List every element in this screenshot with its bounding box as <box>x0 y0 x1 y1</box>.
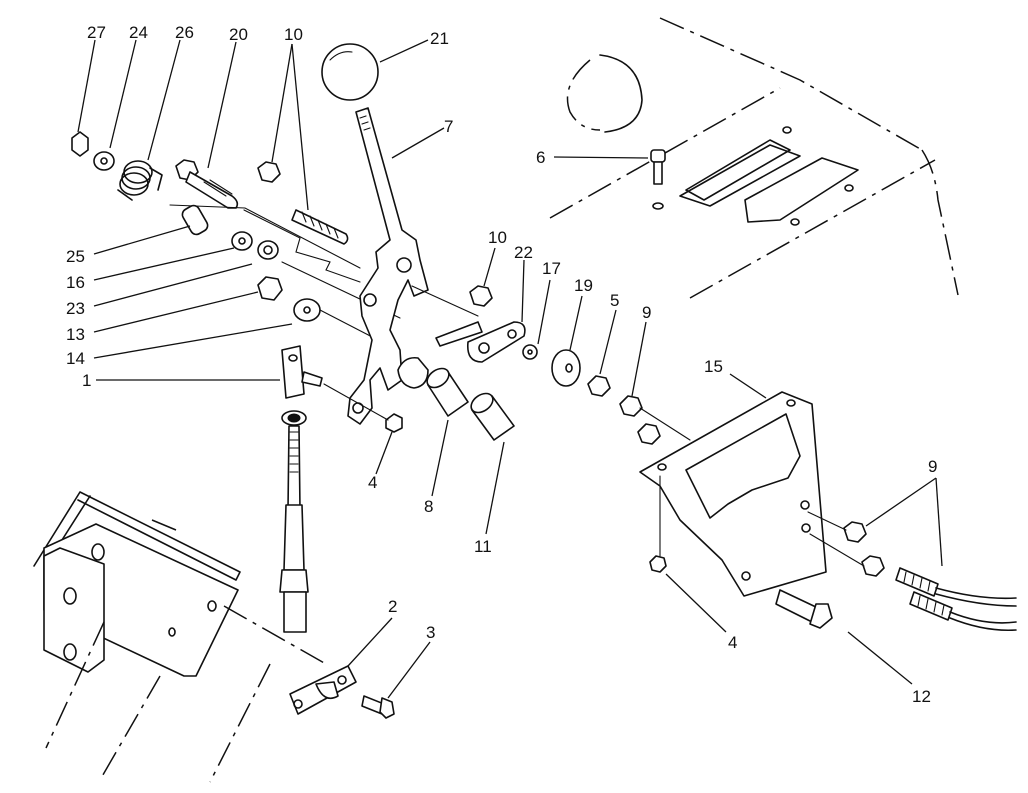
callout-4-lower: 4 <box>728 633 737 652</box>
callout-22: 22 <box>514 243 533 262</box>
part-9-nut-right-lower <box>861 555 885 577</box>
callout-16: 16 <box>66 273 85 292</box>
link-assembly <box>435 285 691 445</box>
callout-23: 23 <box>66 299 85 318</box>
part-9-nut-upper <box>619 395 643 417</box>
pivot-bracket-lower-left <box>33 491 327 783</box>
part-17-washer <box>522 344 538 360</box>
leader-lines <box>77 39 943 699</box>
callout-17: 17 <box>542 259 561 278</box>
part-10-stud-upper <box>291 209 349 245</box>
callout-12: 12 <box>912 687 931 706</box>
part-5-nut <box>587 375 611 397</box>
callout-9-right: 9 <box>928 457 937 476</box>
callout-1: 1 <box>82 371 91 390</box>
part-6-screw <box>650 149 666 210</box>
part-10-nut-upper <box>257 161 281 183</box>
part-11-spacer <box>470 392 515 441</box>
part-25-spacer <box>181 204 209 236</box>
part-2-clamp <box>289 665 357 715</box>
part-8-spacer <box>426 367 469 417</box>
part-15-bracket <box>639 391 827 597</box>
part-9-nut-middle <box>637 423 661 445</box>
callout-8: 8 <box>424 497 433 516</box>
callout-11: 11 <box>474 537 492 556</box>
part-24-washer <box>93 151 115 171</box>
part-21-knob <box>321 43 379 101</box>
hardware-stack-upper-left <box>71 131 401 341</box>
callout-10-upper: 10 <box>284 25 303 44</box>
part-3-bolt <box>361 695 395 719</box>
callout-26: 26 <box>175 23 194 42</box>
part-4-nut-lower <box>649 555 667 573</box>
callout-14: 14 <box>66 349 85 368</box>
callout-19: 19 <box>574 276 593 295</box>
callout-7: 7 <box>444 117 453 136</box>
part-26-spring <box>117 160 163 201</box>
part-10-nut-lower <box>469 285 493 307</box>
part-14-washer <box>293 298 321 322</box>
part-12-bolt <box>775 589 833 629</box>
control-cable <box>279 410 309 633</box>
frame-cover-outline <box>549 17 959 299</box>
callout-15: 15 <box>704 357 723 376</box>
callout-27: 27 <box>87 23 106 42</box>
part-7-shift-lever <box>347 107 479 425</box>
part-1-swivel <box>281 345 323 399</box>
callout-21: 21 <box>430 29 449 48</box>
callout-20: 20 <box>229 25 248 44</box>
callout-5: 5 <box>610 291 619 310</box>
callout-9-upper: 9 <box>642 303 651 322</box>
callout-24: 24 <box>129 23 148 42</box>
cable-ends-right <box>895 567 1017 632</box>
part-19-bushing <box>551 349 581 387</box>
callout-2: 2 <box>388 597 397 616</box>
callout-3: 3 <box>426 623 435 642</box>
part-4-nut-upper <box>385 413 403 433</box>
callout-13: 13 <box>66 325 85 344</box>
callout-6: 6 <box>536 148 545 167</box>
callout-25: 25 <box>66 247 85 266</box>
part-9-nut-right-upper <box>843 521 867 543</box>
part-16-washer <box>231 231 253 251</box>
part-13-nut <box>257 276 283 301</box>
part-23-bushing <box>257 240 279 260</box>
callout-4-upper: 4 <box>368 473 377 492</box>
part-20-bolt <box>175 159 239 209</box>
callout-10-lower: 10 <box>488 228 507 247</box>
callout-labels: 27 24 26 20 10 21 7 6 25 16 23 13 14 1 1… <box>66 23 937 706</box>
part-27-nut <box>71 131 89 157</box>
